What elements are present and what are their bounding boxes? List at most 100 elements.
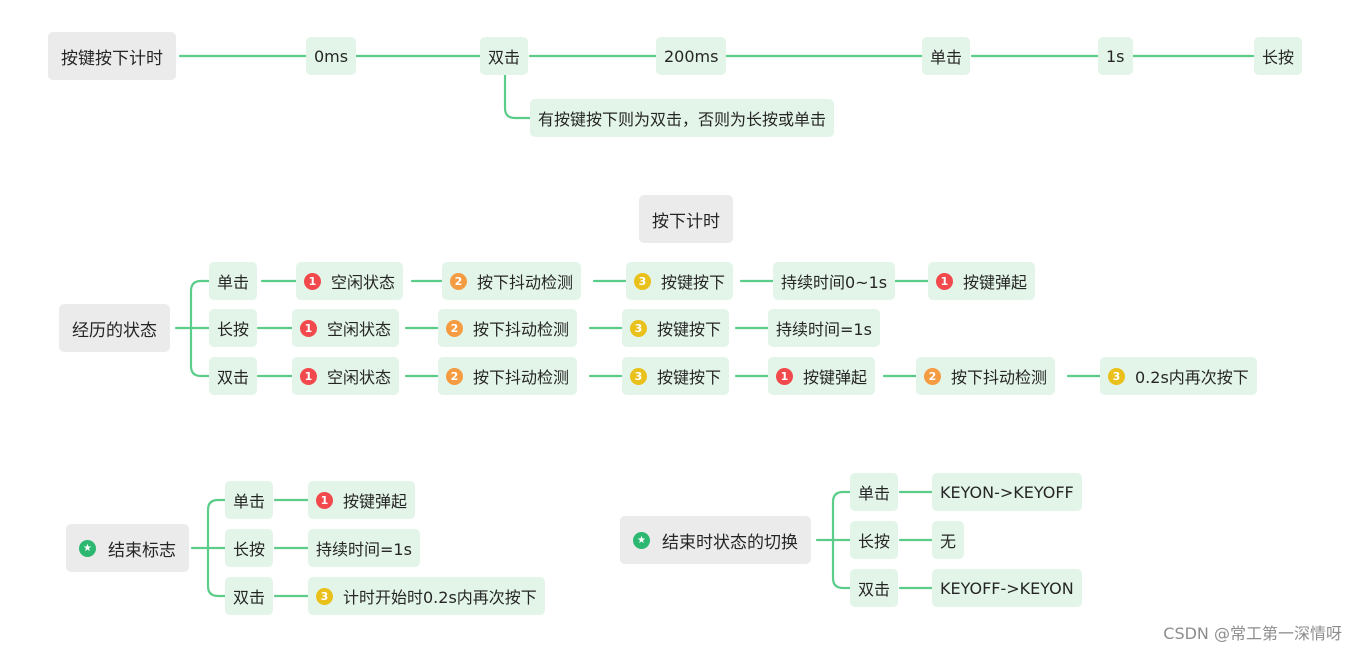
- node-label: 持续时间0~1s: [781, 273, 888, 292]
- timeline-step-node[interactable]: 200ms: [656, 37, 727, 75]
- state-node[interactable]: 1 按键弹起: [768, 357, 876, 395]
- timeline-step-node[interactable]: 长按: [1254, 37, 1303, 75]
- branch-node-double-click[interactable]: 双击: [850, 569, 899, 607]
- priority-1-icon: 1: [304, 272, 321, 290]
- branch-node-double-click[interactable]: 双击: [225, 577, 274, 615]
- priority-3-icon: 3: [316, 587, 333, 605]
- end-switch-item-node[interactable]: KEYON->KEYOFF: [932, 473, 1082, 511]
- node-label: 按下抖动检测: [473, 368, 570, 387]
- star-icon: ★: [79, 539, 96, 557]
- end-flag-root-node[interactable]: ★ 结束标志: [66, 524, 189, 572]
- state-node[interactable]: 2 按下抖动检测: [916, 357, 1056, 395]
- node-label: 经历的状态: [72, 320, 157, 341]
- node-label: 按键弹起: [963, 273, 1028, 292]
- node-label: 有按键按下则为双击，否则为长按或单击: [538, 110, 827, 129]
- node-label: 按下抖动检测: [477, 273, 574, 292]
- node-label: 按下抖动检测: [951, 368, 1048, 387]
- priority-3-icon: 3: [1108, 367, 1125, 385]
- timeline-step-node[interactable]: 1s: [1098, 37, 1133, 75]
- node-label: 单击: [930, 48, 963, 67]
- priority-1-icon: 1: [776, 367, 793, 385]
- node-label: 持续时间=1s: [776, 320, 872, 339]
- state-node[interactable]: 1 空闲状态: [292, 357, 400, 395]
- timeline-step-node[interactable]: 单击: [922, 37, 971, 75]
- node-label: 按键按下: [657, 368, 722, 387]
- end-flag-item-node[interactable]: 1 按键弹起: [308, 481, 416, 519]
- node-label: 按下计时: [652, 211, 720, 232]
- priority-1-icon: 1: [316, 491, 333, 509]
- timeline-step-node[interactable]: 0ms: [306, 37, 357, 75]
- branch-node-single-click[interactable]: 单击: [225, 481, 274, 519]
- priority-1-icon: 1: [300, 367, 317, 385]
- branch-node-long-press[interactable]: 长按: [209, 309, 258, 347]
- node-label: 按下抖动检测: [473, 320, 570, 339]
- states-title-node[interactable]: 按下计时: [639, 195, 733, 243]
- node-label: 0ms: [314, 46, 349, 66]
- node-label: 按键按下计时: [61, 48, 163, 69]
- node-label: 按键按下: [657, 320, 722, 339]
- end-switch-item-node[interactable]: KEYOFF->KEYON: [932, 569, 1082, 607]
- node-label: 空闲状态: [327, 368, 392, 387]
- node-label: 结束标志: [108, 540, 176, 561]
- node-label: 双击: [233, 588, 266, 607]
- branch-node-double-click[interactable]: 双击: [209, 357, 258, 395]
- node-label: 双击: [488, 48, 521, 67]
- timeline-root-node[interactable]: 按键按下计时: [48, 32, 176, 80]
- branch-node-long-press[interactable]: 长按: [850, 521, 899, 559]
- node-label: 按键弹起: [803, 368, 868, 387]
- end-flag-item-node[interactable]: 3 计时开始时0.2s内再次按下: [308, 577, 545, 615]
- end-switch-root-node[interactable]: ★ 结束时状态的切换: [620, 516, 811, 564]
- connector-line: [503, 73, 532, 120]
- node-label: 长按: [858, 532, 891, 551]
- node-label: 空闲状态: [327, 320, 392, 339]
- node-label: 按键按下: [661, 273, 726, 292]
- priority-2-icon: 2: [924, 367, 941, 385]
- node-label: 无: [940, 532, 957, 551]
- node-label: 长按: [1262, 48, 1295, 67]
- priority-2-icon: 2: [446, 367, 463, 385]
- timeline-step-node[interactable]: 双击: [480, 37, 529, 75]
- node-label: 计时开始时0.2s内再次按下: [343, 588, 537, 607]
- node-label: 1s: [1106, 46, 1125, 66]
- node-label: 200ms: [664, 46, 719, 66]
- priority-3-icon: 3: [630, 367, 647, 385]
- node-label: 0.2s内再次按下: [1135, 368, 1249, 387]
- star-icon: ★: [633, 531, 650, 549]
- node-label: 双击: [858, 580, 891, 599]
- node-label: KEYON->KEYOFF: [940, 482, 1074, 502]
- priority-1-icon: 1: [300, 319, 317, 337]
- node-label: 空闲状态: [331, 273, 396, 292]
- state-node[interactable]: 2 按下抖动检测: [438, 357, 578, 395]
- states-root-node[interactable]: 经历的状态: [59, 304, 170, 352]
- end-flag-item-node[interactable]: 持续时间=1s: [308, 529, 420, 567]
- state-node[interactable]: 2 按下抖动检测: [438, 309, 578, 347]
- node-label: KEYOFF->KEYON: [940, 578, 1074, 598]
- state-node[interactable]: 持续时间=1s: [768, 309, 880, 347]
- state-node[interactable]: 3 按键按下: [622, 309, 730, 347]
- watermark: CSDN @常工第一深情呀: [1163, 624, 1342, 643]
- state-node[interactable]: 1 空闲状态: [292, 309, 400, 347]
- timeline-note-node[interactable]: 有按键按下则为双击，否则为长按或单击: [530, 99, 835, 137]
- state-node[interactable]: 持续时间0~1s: [773, 262, 896, 300]
- state-node[interactable]: 3 按键按下: [622, 357, 730, 395]
- branch-node-long-press[interactable]: 长按: [225, 529, 274, 567]
- branch-node-single-click[interactable]: 单击: [209, 262, 258, 300]
- node-label: 按键弹起: [343, 492, 408, 511]
- node-label: 双击: [217, 368, 250, 387]
- node-label: 单击: [233, 492, 266, 511]
- node-label: 持续时间=1s: [316, 540, 412, 559]
- branch-node-single-click[interactable]: 单击: [850, 473, 899, 511]
- node-label: 长按: [217, 320, 250, 339]
- state-node[interactable]: 2 按下抖动检测: [442, 262, 582, 300]
- state-node[interactable]: 3 按键按下: [626, 262, 734, 300]
- state-node[interactable]: 3 0.2s内再次按下: [1100, 357, 1257, 395]
- node-label: 长按: [233, 540, 266, 559]
- priority-3-icon: 3: [634, 272, 651, 290]
- priority-1-icon: 1: [936, 272, 953, 290]
- node-label: 单击: [217, 273, 250, 292]
- state-node[interactable]: 1 按键弹起: [928, 262, 1036, 300]
- end-switch-item-node[interactable]: 无: [932, 521, 965, 559]
- priority-3-icon: 3: [630, 319, 647, 337]
- state-node[interactable]: 1 空闲状态: [296, 262, 404, 300]
